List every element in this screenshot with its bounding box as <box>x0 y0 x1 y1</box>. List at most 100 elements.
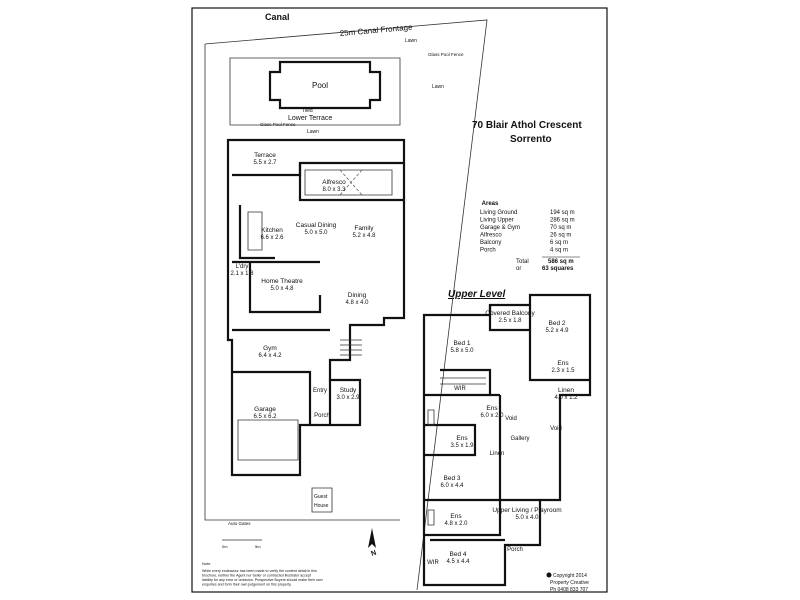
upper-level-title: Upper Level <box>448 289 505 300</box>
room-name: Garage <box>254 406 276 413</box>
room-name: L'dry <box>236 264 249 270</box>
area-total-label: Total <box>516 259 529 265</box>
room-size: 5.0 x 5.0 <box>304 230 328 236</box>
kitchen-bench <box>247 211 263 251</box>
room-name: Covered Balcony <box>485 310 535 317</box>
room-name: Ens <box>486 405 498 412</box>
area-value: 26 sq m <box>550 233 571 239</box>
room-name: Porch <box>314 413 330 419</box>
room-size: 4.5 x 4.4 <box>446 559 470 565</box>
note-text: While every endeavour has been made to v… <box>202 569 323 587</box>
address-line1: 70 Blair Athol Crescent <box>472 120 582 131</box>
area-total-value: 586 sq m <box>548 259 574 265</box>
room-name: Ens <box>450 513 462 520</box>
room-name: Study <box>340 387 357 394</box>
garage-door <box>237 419 299 461</box>
ens-wall <box>424 423 477 457</box>
room-size: 6.5 x 6.2 <box>253 414 277 420</box>
room-size: 6.0 x 4.4 <box>440 483 464 489</box>
note-line: enquiries and form their own judgement o… <box>202 583 292 587</box>
upper-floor-outline <box>422 293 592 587</box>
glass-fence-label-2: Glass Pool Fence <box>260 122 296 127</box>
room-name: Family <box>354 225 374 232</box>
room-name: Gym <box>263 345 277 352</box>
wir-wall <box>440 368 492 395</box>
room-name: Alfresco <box>322 179 346 186</box>
lower-terrace-label: Lower Terrace <box>288 115 332 122</box>
area-value: 194 sq m <box>550 210 575 216</box>
canal-label: Canal <box>265 12 290 22</box>
room-name: Dining <box>348 292 367 299</box>
room-size: 2.3 x 1.5 <box>551 368 575 374</box>
area-label: Living Upper <box>480 218 514 224</box>
room-name: Gallery <box>510 436 529 442</box>
room-size: 6.6 x 2.6 <box>260 235 284 241</box>
area-label: Garage & Gym <box>480 225 520 231</box>
guest-label-1: Guest <box>314 494 328 500</box>
room-size: 6.0 x 2.0 <box>480 413 504 419</box>
area-value: 6 sq m <box>550 240 568 246</box>
garage-top-wall <box>232 370 312 425</box>
pool-outline <box>268 60 382 110</box>
copyright-text: Copyright 2014 <box>553 573 587 579</box>
site-boundary-left <box>204 44 400 521</box>
area-value: 4 sq m <box>550 248 568 254</box>
scale-end: 5m <box>255 544 261 549</box>
room-size: 5.5 x 2.7 <box>253 160 277 166</box>
note-line: brochure, neither the Agent nor Seller o… <box>202 574 311 578</box>
guest-label-2: House <box>314 503 329 509</box>
room-name: Void <box>505 416 517 422</box>
glass-fence-label: Glass Pool Fence <box>428 52 464 57</box>
north-label: N <box>370 550 377 558</box>
room-size: 8.0 x 3.3 <box>322 187 346 193</box>
room-name: Bed 2 <box>549 320 566 327</box>
lawn-label-2: Lawn <box>432 84 444 90</box>
room-name: Linen <box>558 387 574 394</box>
note-line: While every endeavour has been made to v… <box>202 569 317 573</box>
phone-text: Ph 0408 833 707 <box>550 587 588 593</box>
bed3-ens-wall <box>424 498 502 537</box>
room-size: 2.1 x 1.8 <box>230 271 254 277</box>
area-label: Living Ground <box>480 210 517 216</box>
area-value: 286 sq m <box>550 218 575 224</box>
room-name: Bed 1 <box>454 340 471 347</box>
wir-rails <box>440 377 486 385</box>
area-value: 70 sq m <box>550 225 571 231</box>
guest-house-outline <box>311 487 333 513</box>
room-size: 2.5 x 1.8 <box>498 318 522 324</box>
room-size: 6.4 x 4.2 <box>258 353 282 359</box>
room-name: Ens <box>557 360 569 367</box>
room-name: Ens <box>456 435 468 442</box>
room-name: Linen <box>490 451 505 457</box>
pool-label: Pool <box>312 81 328 90</box>
room-size: 3.5 x 1.9 <box>450 443 474 449</box>
area-label: Alfresco <box>480 233 502 239</box>
theatre-wall <box>248 262 322 314</box>
balcony-wall <box>488 305 530 332</box>
tiled-label: Tiled <box>302 108 313 114</box>
area-squares: 63 squares <box>542 266 574 272</box>
room-name: Bed 4 <box>450 551 467 558</box>
room-size: 5.0 x 4.8 <box>270 286 294 292</box>
room-name: WIR <box>427 560 439 566</box>
address-line2: Sorrento <box>510 134 552 145</box>
room-name: Terrace <box>254 152 276 159</box>
room-name: Kitchen <box>261 227 283 234</box>
bed2-wall <box>528 305 590 382</box>
scale-start: 0m <box>222 544 228 549</box>
auto-gates-label: Auto Gates <box>228 521 251 526</box>
copyright-icon <box>546 572 552 578</box>
room-size: 5.0 x 4.0 <box>515 515 539 521</box>
lawn-label-1: Lawn <box>405 38 417 44</box>
stairs-ground <box>340 339 362 356</box>
room-name: Entry <box>313 388 327 394</box>
note-title: Note <box>202 561 211 566</box>
kitchen-wall <box>238 205 275 260</box>
room-size: 5.8 x 5.0 <box>450 348 474 354</box>
north-arrow-icon <box>368 528 376 548</box>
room-name: Casual Dining <box>296 222 337 229</box>
room-size: 5.2 x 4.9 <box>545 328 569 334</box>
